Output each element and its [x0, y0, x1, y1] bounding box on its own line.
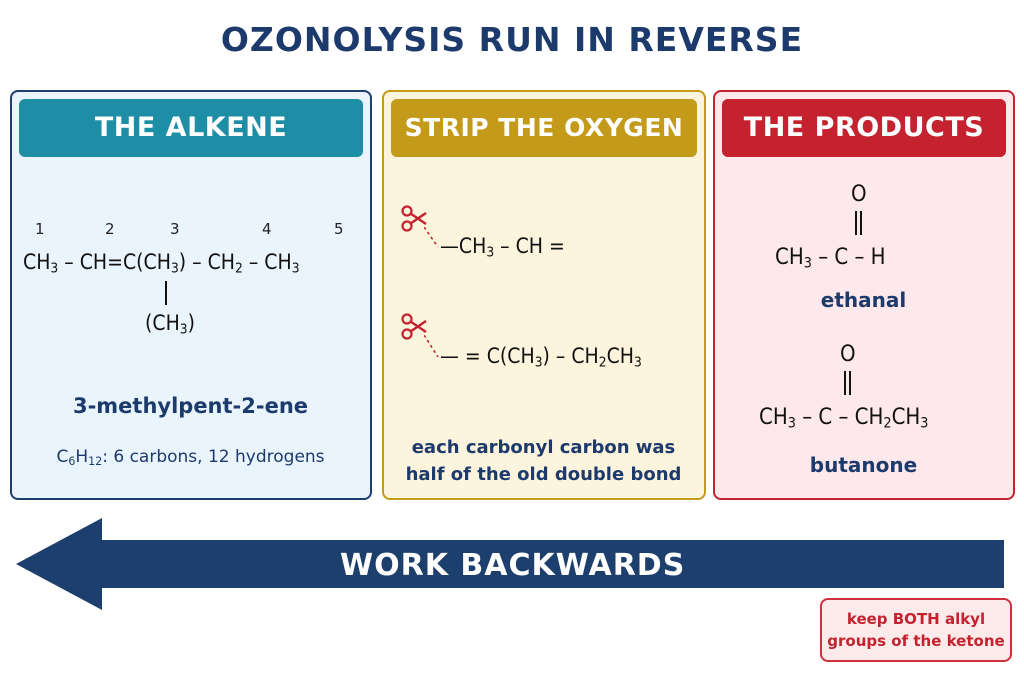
- scissors-icon: [401, 205, 427, 232]
- cut-line: [424, 335, 439, 358]
- cut-line: [424, 227, 439, 248]
- strip-note: each carbonyl carbon was half of the old…: [405, 437, 682, 485]
- butanone-name: butanone: [809, 453, 918, 477]
- fragment-2: — = C(CH3) – CH2CH3: [440, 344, 642, 371]
- ethanal-name: ethanal: [820, 288, 907, 312]
- butanone-carbonyl-bond: [844, 371, 851, 395]
- ethanal-formula: CH3 – C – H: [775, 245, 886, 272]
- strip-panel: STRIP THE OXYGEN —CH3 – CH = — = C(CH3) …: [382, 90, 706, 500]
- alkene-name: 3-methylpent-2-ene: [72, 394, 309, 418]
- carbon-number-1: 1: [35, 220, 45, 238]
- arrow-label: WORK BACKWARDS: [340, 548, 686, 583]
- methyl-branch: (CH3): [145, 311, 195, 338]
- butanone-formula: CH3 – C – CH2CH3: [759, 405, 929, 432]
- molecular-formula: C6H12: 6 carbons, 12 hydrogens: [56, 447, 325, 468]
- ethanal-oxygen: O: [851, 182, 867, 207]
- carbon-number-4: 4: [262, 220, 272, 238]
- carbon-number-3: 3: [170, 220, 180, 238]
- backwards-arrow: [16, 518, 1004, 610]
- ethanal-carbonyl-bond: [855, 211, 862, 235]
- alkene-panel: THE ALKENE 1 2 3 4 5 CH3 – CH=C(CH3) – C…: [10, 90, 372, 500]
- formula-ch3-a: CH: [23, 250, 51, 274]
- branch-bond: [165, 281, 167, 305]
- tip-box: keep BOTH alkyl groups of the ketone: [820, 598, 1012, 662]
- products-panel-header: THE PRODUCTS: [722, 99, 1006, 157]
- alkene-formula: CH3 – CH=C(CH3) – CH2 – CH3: [23, 250, 300, 277]
- double-bond: =: [107, 250, 123, 274]
- carbon-number-5: 5: [334, 220, 344, 238]
- scissors-icon: [401, 313, 427, 340]
- alkene-panel-header: THE ALKENE: [19, 99, 363, 157]
- fragment-1: —CH3 – CH =: [440, 234, 565, 261]
- butanone-oxygen: O: [840, 342, 856, 367]
- carbon-number-2: 2: [105, 220, 115, 238]
- strip-panel-header: STRIP THE OXYGEN: [391, 99, 697, 157]
- page-title: OZONOLYSIS RUN IN REVERSE: [220, 20, 804, 59]
- products-panel: THE PRODUCTS O CH3 – C – H ethanal O CH3…: [713, 90, 1015, 500]
